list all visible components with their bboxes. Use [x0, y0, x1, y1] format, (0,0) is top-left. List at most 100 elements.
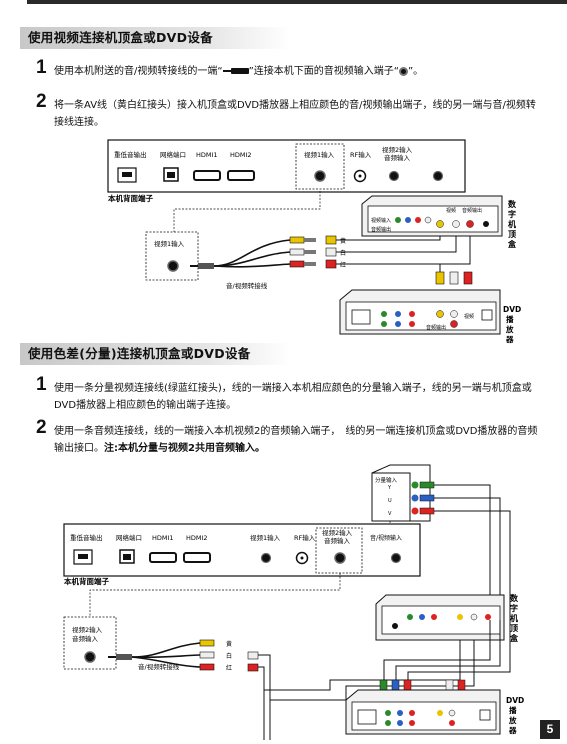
cable-red-line-2	[131, 656, 201, 668]
wire-red-down	[258, 666, 265, 740]
panel2-label-audio-in: 音频输入	[324, 536, 351, 545]
dvd-title-char: 器	[505, 335, 514, 344]
av-plug-tip	[108, 656, 116, 658]
wire-component-y	[434, 484, 491, 620]
dvd-vga-port	[351, 309, 371, 325]
stb-jack	[483, 221, 489, 227]
component-port-v: V	[388, 511, 392, 517]
dvd-title-char: 器	[508, 726, 517, 735]
panel-label-video2: 视频2输入	[382, 145, 413, 154]
dvd-title-2: DVD 播 放 器	[506, 696, 524, 735]
stb-title-char: 盒	[509, 633, 519, 643]
audio-red-plug	[247, 663, 259, 672]
component-port-y: Y	[387, 485, 392, 491]
tv-rear-panel-2	[63, 523, 421, 577]
leader-line-2	[89, 573, 341, 617]
stb-audio-l-out	[452, 220, 460, 228]
stb2-jack	[485, 614, 491, 620]
dvd-video-out	[436, 310, 444, 318]
video1-jack-icon	[314, 170, 326, 182]
section1-step2: 2 将一条AV线（黄白红接头）接入机顶盒或DVD播放器上相应颜色的音/视频输出端…	[36, 92, 541, 131]
av-plug-icon	[116, 654, 132, 660]
hdmi1-port-icon	[193, 170, 221, 181]
section2-step1: 1 使用一条分量视频连接线(绿蓝红接头)，线的一端接入本机相应颜色的分量输入端子…	[36, 375, 541, 414]
hdmi2-port-icon	[227, 170, 255, 181]
step-text-before: 使用本机附送的音/视频转接线的一端“	[54, 66, 223, 77]
wire-v-dvd	[407, 620, 511, 680]
color-label-white-2: 白	[226, 652, 232, 660]
video1-highlight	[295, 143, 345, 190]
rca-red-female-2	[199, 663, 215, 671]
wire-white-stb	[336, 236, 457, 253]
stb-title-char: 数	[508, 199, 517, 209]
stb-title-char: 字	[510, 603, 518, 613]
dvd2-jack	[385, 720, 391, 726]
panel2-label-rf: RF输入	[294, 533, 316, 542]
network-port-inner	[123, 554, 131, 560]
wire-yellow-stb	[336, 236, 441, 241]
dvd2-vga-port	[357, 709, 377, 725]
tv-rear-panel	[107, 139, 466, 193]
wire-component-v	[434, 510, 511, 620]
section1-heading: 使用视频连接机顶盒或DVD设备	[20, 27, 290, 49]
dvd2-jack	[409, 720, 415, 726]
panel-label-network: 网络端口	[160, 150, 186, 159]
stb-video-out	[436, 220, 444, 228]
step-note: 注:本机分量与视频2共用音频输入。	[104, 443, 265, 454]
stb2-jack	[457, 614, 463, 620]
av-in-jack-icon	[390, 552, 402, 564]
color-label-red-2: 红	[226, 664, 232, 672]
stb-panel-2	[381, 605, 501, 635]
audio-white-plug	[247, 651, 259, 660]
audio-jack-icon	[432, 170, 444, 182]
color-label-red: 红	[340, 261, 346, 269]
subwoofer-port-inner	[78, 554, 88, 559]
component-u-jack	[411, 494, 419, 502]
dvd-audio-r	[450, 320, 458, 328]
panel-label-hdmi2: HDMI2	[230, 151, 252, 159]
stb-title-char: 盒	[507, 239, 517, 249]
zoom-box	[145, 231, 199, 281]
component-box-frame	[371, 464, 431, 522]
component-u-plug	[419, 494, 435, 502]
stb-title-char: 顶	[510, 624, 518, 633]
component-v-jack	[411, 507, 419, 515]
stb2-jack	[470, 613, 478, 621]
rca-white-male	[304, 250, 316, 254]
dvd-yellow-plug	[435, 271, 445, 285]
network-port-inner	[167, 172, 175, 178]
rf-jack-center	[358, 174, 362, 178]
panel2-label-hdmi1: HDMI1	[152, 534, 174, 542]
dvd2-jack	[385, 710, 391, 716]
av-plug-icon	[198, 263, 214, 269]
dvd-jack	[381, 321, 387, 327]
stb-panel	[367, 205, 499, 233]
step-text: 使用一条分量视频连接线(绿蓝红接头)，线的一端接入本机相应颜色的分量输入端子，线…	[54, 383, 532, 411]
leader-line	[173, 191, 321, 232]
stb-title: 数 字 机 顶 盒	[507, 199, 517, 249]
zoom-jack-icon	[167, 260, 179, 272]
rf-jack-center	[300, 556, 304, 560]
stb-jack	[415, 217, 421, 223]
wire-audio-to-stb-2	[270, 640, 475, 701]
dvd-title-char: DVD	[506, 696, 524, 705]
panel2-label-video1: 视频1输入	[250, 533, 281, 542]
color-label-yellow: 黄	[340, 237, 346, 245]
stb-label-audio: 音频输出	[462, 207, 482, 214]
rca-white-female-2	[199, 651, 215, 659]
cable-label-2: 音/视频转接线	[138, 662, 180, 671]
audio-in-jack-icon	[334, 552, 346, 564]
dvd2-jack	[397, 710, 403, 716]
hdmi2-port-icon	[183, 552, 211, 563]
wire-red-stb	[336, 236, 471, 265]
component-y-jack	[411, 481, 419, 489]
stb-label-video-in: 视频输入	[371, 217, 391, 224]
cable-plug-icon	[222, 67, 249, 75]
hdmi1-port-icon	[149, 552, 177, 563]
dvd-audio-l	[450, 310, 458, 318]
stb-jack	[424, 216, 432, 224]
panel2-label-av-in: 音/视频输入	[370, 534, 402, 542]
rca-yellow-female	[289, 236, 305, 244]
rear-panel-caption: 本机背面端子	[107, 193, 153, 203]
